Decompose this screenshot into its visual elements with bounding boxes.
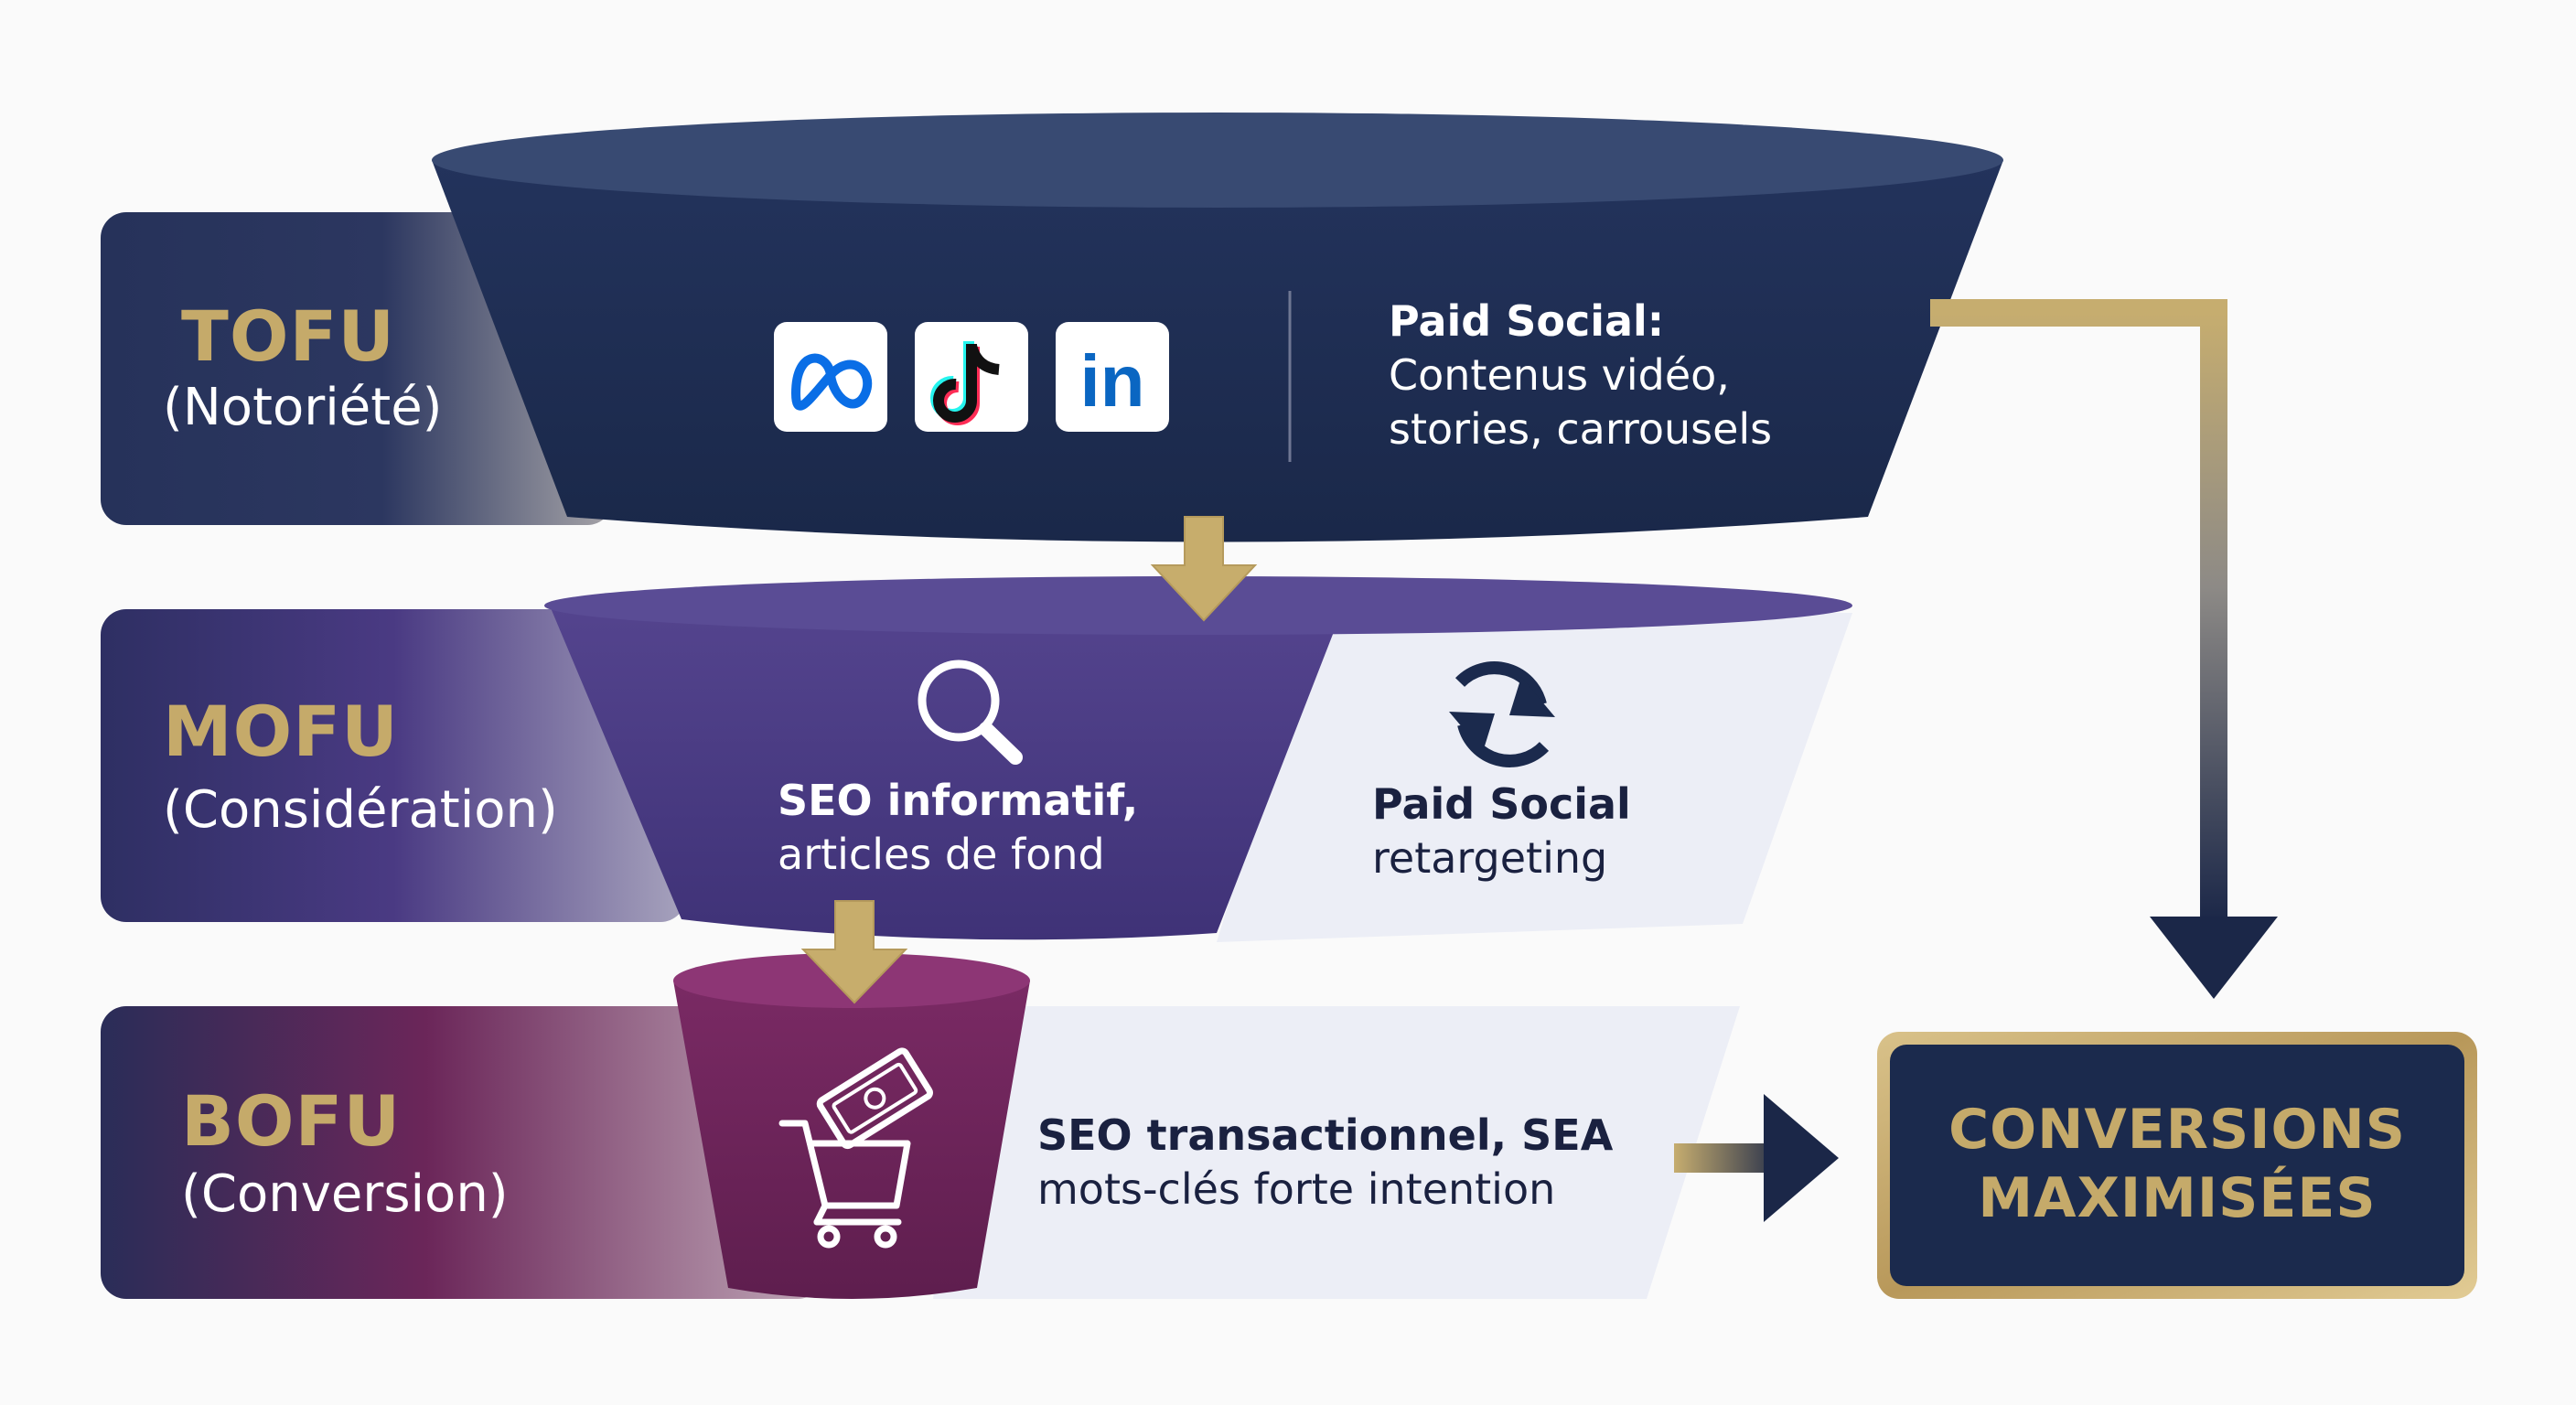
arrow-bofu-to-conversions-head: [1764, 1094, 1839, 1222]
mofu-subtitle-wrap: (Considération): [163, 785, 558, 836]
bofu-label: BOFU: [181, 1087, 401, 1156]
mofu-label: MOFU: [163, 697, 399, 767]
tiktok-icon: [915, 322, 1028, 432]
tofu-description: Paid Social: Contenus vidéo, stories, ca…: [1389, 295, 1772, 456]
conversions-label: CONVERSIONS MAXIMISÉES: [1890, 1096, 2464, 1233]
mofu-left-heading: SEO informatif,: [778, 776, 1139, 825]
arrow-tofu-to-mofu: [1150, 516, 1258, 622]
mofu-right-line: retargeting: [1372, 832, 1608, 883]
bofu-subtitle: (Conversion): [181, 1164, 509, 1224]
bofu-title: BOFU: [181, 1080, 402, 1162]
arrow-mofu-to-bofu: [800, 900, 908, 1004]
mofu-left-line: articles de fond: [778, 829, 1105, 879]
tofu-line1: Contenus vidéo,: [1389, 349, 1730, 400]
mofu-title: MOFU: [163, 691, 399, 772]
arrow-tofu-to-conversions: [1930, 299, 2227, 922]
top-funnel-rim: [432, 113, 2003, 208]
tofu-label: TOFU: [181, 302, 395, 371]
tofu-line2: stories, carrousels: [1389, 403, 1773, 454]
middle-funnel-body: [549, 604, 1345, 940]
search-icon: [918, 660, 1023, 765]
mofu-right-description: Paid Social retargeting: [1372, 778, 1631, 885]
refresh-icon: [1449, 661, 1555, 767]
top-funnel-body: [432, 160, 2003, 542]
bottom-funnel-body: [673, 981, 1030, 1299]
linkedin-icon: in: [1056, 322, 1169, 432]
mofu-left-description: SEO informatif, articles de fond: [778, 774, 1138, 882]
bofu-line: mots-clés forte intention: [1037, 1164, 1556, 1214]
arrow-tofu-to-conversions-head: [2150, 917, 2278, 999]
conversions-line1: CONVERSIONS: [1948, 1098, 2406, 1162]
mofu-right-heading: Paid Social: [1372, 779, 1631, 829]
bofu-light-panel: [933, 1006, 1740, 1299]
bofu-band: [101, 1006, 823, 1299]
conversions-line2: MAXIMISÉES: [1978, 1166, 2377, 1230]
mofu-band: [101, 609, 686, 922]
bofu-description: SEO transactionnel, SEA mots-clés forte …: [1037, 1109, 1613, 1217]
mofu-subtitle: (Considération): [163, 780, 558, 840]
bofu-heading: SEO transactionnel, SEA: [1037, 1110, 1614, 1160]
tofu-subtitle-wrap: (Notoriété): [163, 382, 443, 434]
tofu-subtitle: (Notoriété): [163, 378, 443, 437]
bofu-subtitle-wrap: (Conversion): [181, 1169, 509, 1220]
meta-icon: [774, 322, 887, 432]
shopping-cart-icon: [778, 1047, 933, 1249]
svg-text:in: in: [1079, 340, 1144, 422]
mofu-light-panel: [1217, 613, 1852, 942]
tofu-title: TOFU: [181, 295, 396, 377]
tofu-heading: Paid Social:: [1389, 296, 1665, 346]
conversions-box: [1890, 1045, 2464, 1286]
